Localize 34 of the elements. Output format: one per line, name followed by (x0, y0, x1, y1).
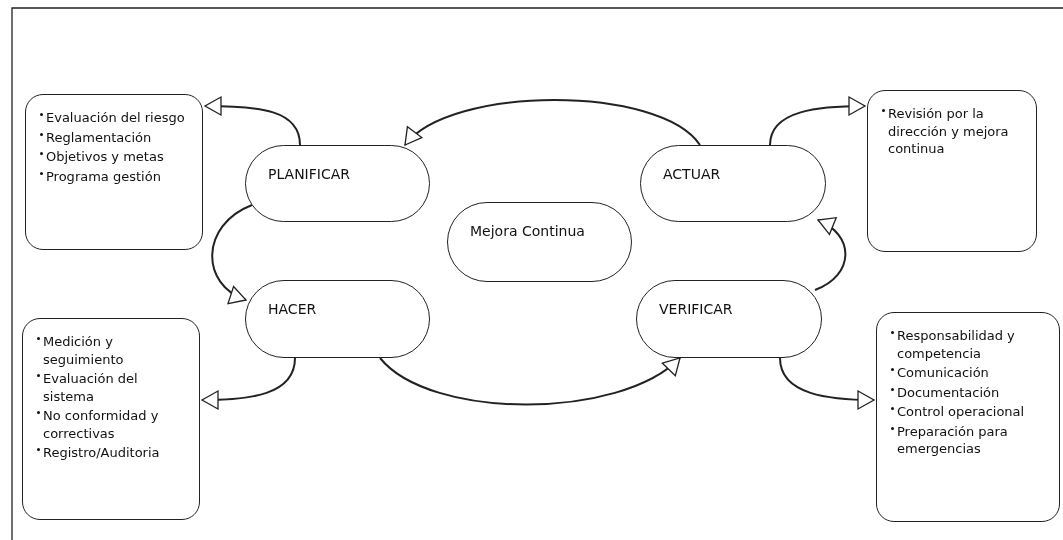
curved-arrow (201, 357, 296, 410)
curved-arrow (211, 204, 253, 303)
node-label: ACTUAR (663, 166, 722, 182)
bullet-item: Programa gestión (40, 167, 192, 186)
phase-node (636, 280, 822, 358)
bullet-item: Evaluación del riesgo (40, 109, 192, 127)
curved-arrow (204, 96, 301, 146)
phase-node (245, 145, 430, 222)
note-box (25, 94, 203, 250)
bullet-item: Documentación (891, 383, 1049, 402)
bullet-item: Evaluación del sistema (37, 370, 189, 406)
bullet-item: Revisión por la dirección y mejora continua (882, 105, 1026, 158)
curved-arrow (769, 96, 866, 146)
bullet-item: Preparación para emergencias (891, 422, 1049, 458)
bullet-item: Control operacional (891, 403, 1049, 421)
bullet-item: Comunicación (891, 364, 1049, 382)
bullet-item: Responsabilidad y competencia (891, 327, 1049, 363)
curved-arrow (779, 357, 875, 410)
note-box (22, 318, 200, 520)
curved-arrow (814, 218, 847, 291)
node-label: Mejora Continua (470, 223, 586, 239)
curved-arrow (404, 99, 701, 146)
phase-node (245, 280, 430, 358)
bullet-item: Objetivos y metas (40, 148, 192, 166)
node-label: VERIFICAR (659, 301, 734, 317)
node-label: HACER (268, 301, 318, 317)
curved-arrow (379, 357, 681, 406)
bullet-item: No conformidad y correctivas (37, 407, 189, 443)
bullet-item: Medición y seguimiento (37, 333, 189, 369)
bullet-item: Reglamentación (40, 128, 192, 147)
note-box (876, 312, 1060, 522)
node-label: PLANIFICAR (268, 166, 351, 182)
note-box (867, 90, 1037, 252)
bullet-item: Registro/Auditoria (37, 444, 189, 462)
